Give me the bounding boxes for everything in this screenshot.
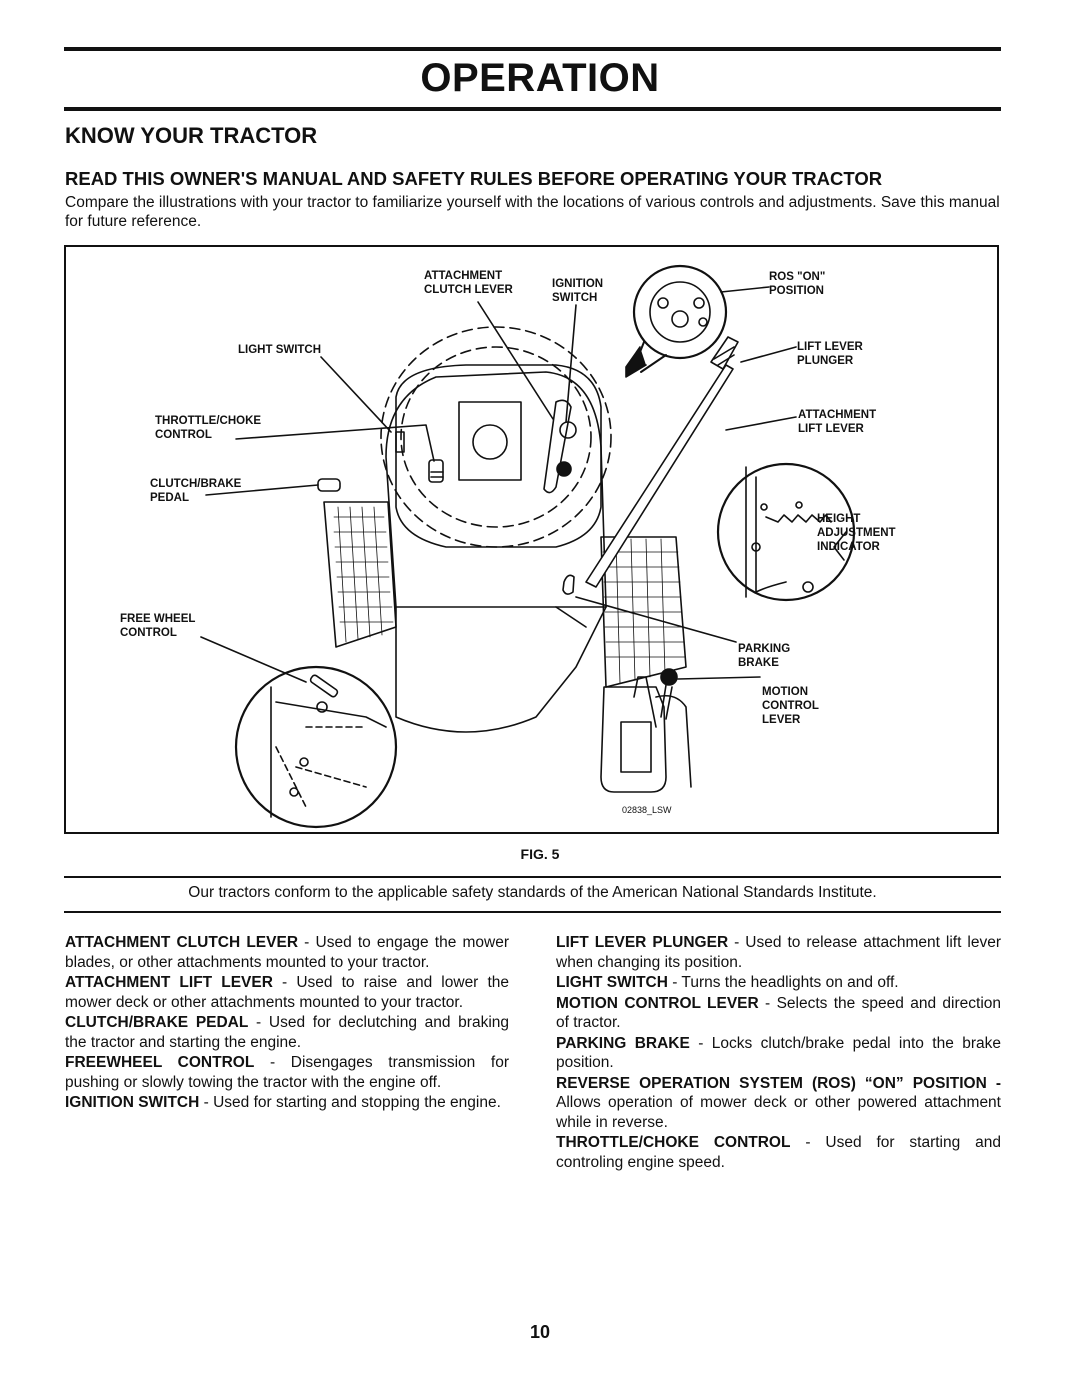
label-light-switch: LIGHT SWITCH bbox=[238, 344, 322, 356]
definition-item: MOTION CONTROL LEVER - Selects the speed… bbox=[556, 994, 1001, 1032]
throttle-knob bbox=[428, 459, 444, 483]
dash-center-plate bbox=[458, 401, 522, 481]
right-floor-mat bbox=[600, 536, 687, 688]
label-ros-on-position: ROS "ON" POSITION bbox=[769, 271, 826, 297]
motion-control-housing bbox=[600, 686, 667, 793]
motion-control-lever bbox=[633, 676, 657, 728]
label-lift-lever-plunger: LIFT LEVER PLUNGER bbox=[797, 341, 863, 367]
tractor-controls-figure: ATTACHMENT CLUTCH LEVER IGNITION SWITCH … bbox=[64, 245, 999, 834]
leader-lines bbox=[200, 286, 797, 683]
intro-paragraph: Compare the illustrations with your trac… bbox=[65, 194, 1000, 230]
page-number: 10 bbox=[529, 1322, 551, 1342]
figure-caption: FIG. 5 bbox=[520, 846, 560, 862]
label-motion-control-lever: MOTION CONTROL LEVER bbox=[762, 686, 819, 726]
definition-item: IGNITION SWITCH - Used for starting and … bbox=[65, 1094, 501, 1111]
definition-item: PARKING BRAKE - Locks clutch/brake pedal… bbox=[556, 1034, 1001, 1072]
height-adjustment-detail-circle bbox=[716, 462, 856, 602]
definition-item: THROTTLE/CHOKE CONTROL - Used for starti… bbox=[556, 1134, 1001, 1171]
lift-lever bbox=[585, 364, 734, 588]
ignition-detail-circle bbox=[632, 264, 728, 360]
left-floor-mat bbox=[323, 501, 397, 648]
definition-item: FREEWHEEL CONTROL - Disengages transmiss… bbox=[65, 1054, 509, 1091]
definition-item: LIFT LEVER PLUNGER - Used to release att… bbox=[556, 934, 1001, 971]
definition-item: CLUTCH/BRAKE PEDAL - Used for declutchin… bbox=[65, 1014, 510, 1051]
header-rule-bottom bbox=[64, 107, 1001, 111]
definitions-right-column: LIFT LEVER PLUNGER - Used to release att… bbox=[556, 933, 1001, 1173]
definition-item: REVERSE OPERATION SYSTEM (ROS) “ON” POSI… bbox=[556, 1074, 1001, 1131]
label-height-adjustment-indicator: HEIGHT ADJUSTMENT INDICATOR bbox=[817, 513, 896, 553]
tractor-illustration bbox=[200, 264, 856, 829]
steering-outline bbox=[380, 326, 612, 548]
label-free-wheel-control: FREE WHEEL CONTROL bbox=[120, 613, 196, 639]
label-ignition-switch: IGNITION SWITCH bbox=[552, 278, 604, 304]
parking-brake-knob bbox=[562, 574, 575, 595]
free-wheel-detail-circle bbox=[234, 665, 398, 829]
definitions-left-column: ATTACHMENT CLUTCH LEVER - Used to engage… bbox=[65, 933, 509, 1114]
definition-item: ATTACHMENT CLUTCH LEVER - Used to engage… bbox=[65, 934, 510, 971]
tractor-body bbox=[385, 371, 607, 608]
light-switch bbox=[395, 431, 405, 453]
section-title: KNOW YOUR TRACTOR bbox=[65, 123, 318, 148]
label-throttle-choke-control: THROTTLE/CHOKE CONTROL bbox=[155, 415, 262, 441]
label-parking-brake: PARKING BRAKE bbox=[738, 643, 791, 669]
label-attachment-lift-lever: ATTACHMENT LIFT LEVER bbox=[798, 409, 877, 435]
label-clutch-brake-pedal: CLUTCH/BRAKE PEDAL bbox=[150, 478, 242, 504]
definition-item: ATTACHMENT LIFT LEVER - Used to raise an… bbox=[65, 974, 510, 1011]
figure-code: 02838_LSW bbox=[622, 805, 672, 815]
attachment-clutch-lever bbox=[543, 399, 572, 494]
header-rule-top bbox=[64, 47, 1001, 51]
definition-item: LIGHT SWITCH - Turns the headlights on a… bbox=[556, 974, 899, 991]
notice-rule-bottom bbox=[64, 911, 1001, 913]
notice-rule-top bbox=[64, 876, 1001, 878]
ansi-notice: Our tractors conform to the applicable s… bbox=[188, 884, 877, 901]
label-attachment-clutch-lever: ATTACHMENT CLUTCH LEVER bbox=[424, 270, 513, 296]
section-subtitle: READ THIS OWNER'S MANUAL AND SAFETY RULE… bbox=[65, 168, 883, 189]
clutch-brake-pedal bbox=[317, 478, 341, 492]
page-header-title: OPERATION bbox=[420, 56, 660, 100]
ignition-switch-small bbox=[559, 421, 577, 439]
